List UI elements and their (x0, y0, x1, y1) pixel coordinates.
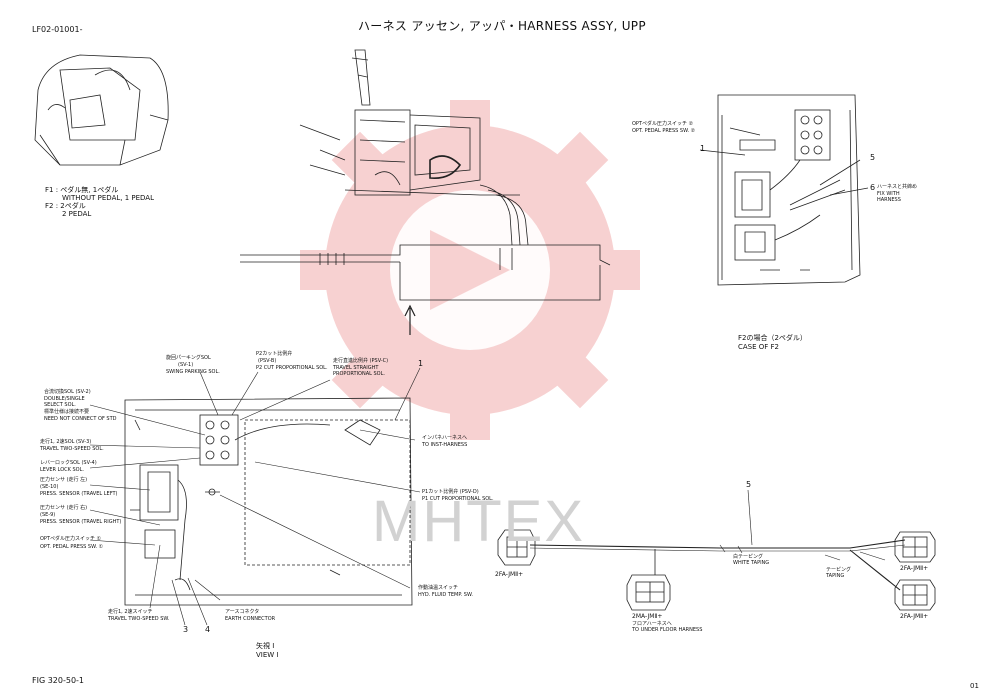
right-top-connector-label: 2FA-JMⅡ+ (900, 565, 929, 572)
connector-left (497, 529, 536, 566)
lever-en: LEVER LOCK SOL. (40, 467, 84, 473)
view-num-1: 1 (418, 359, 424, 368)
connector-mid (626, 574, 671, 611)
f2-fix-jp: ハーネスと共締め (877, 184, 918, 190)
merge-en1: DOUBLE/SINGLE (44, 396, 85, 402)
view-arrow (404, 304, 416, 335)
f2-fix-en1: FIX WITH (877, 191, 900, 197)
figure-number: FIG 320-50-1 (32, 676, 85, 685)
case-f2-jp: F2の場合（2ペダル） (738, 334, 807, 342)
mid-note-en: TO UNDER FLOOR HARNESS (632, 627, 703, 633)
merge-note: 標準仕様は接続不要 (44, 409, 90, 415)
merge-note-en: NEED NOT CONNECT OF STD (44, 416, 117, 422)
swing-en: SWING PARKING SOL. (166, 369, 220, 375)
p1-en: P1 CUT PROPORTIONAL SOL. (422, 496, 494, 502)
merge-en2: SELECT SOL. (44, 402, 76, 408)
f2-num-6: 6 (870, 183, 876, 192)
connector-right-bot (894, 579, 936, 611)
f2-fix-en2: HARNESS (877, 197, 901, 203)
press-right-jp: 圧力センサ (走行 右) (40, 505, 88, 511)
view-i-panel (124, 397, 413, 606)
console-assembly (299, 49, 529, 246)
connector-right-top (894, 531, 936, 563)
travel-sw-jp: 走行1, 2速スイッチ (108, 609, 153, 615)
white-taping-jp: 白テーピング (733, 554, 764, 560)
two-speed-jp: 走行1, 2速SOL (SV-3) (40, 439, 92, 445)
legend-f1-jp: F1 : ペダル無, 1ペダル (45, 186, 119, 194)
view-num-4: 4 (205, 625, 211, 634)
press-right-en: PRESS. SENSOR (TRAVEL RIGHT) (40, 519, 122, 525)
right-bot-connector-label: 2FA-JMⅡ+ (900, 613, 929, 620)
swing-code: (SV-1) (178, 362, 194, 368)
p2-code: (PSV-B) (258, 358, 277, 364)
inst-harness-en: TO INST-HARNESS (422, 442, 468, 448)
white-taping-en: WHITE TAPING (733, 560, 770, 566)
mid-note-jp: フロアハーネスへ (632, 621, 672, 627)
travel-straight-jp: 走行直進比例弁 (PSV-C) (333, 358, 389, 364)
travel-straight-en2: PROPORTIONAL SOL. (333, 371, 385, 377)
view-leaders (89, 367, 421, 626)
taping-jp: テーピング (826, 567, 852, 573)
opt-pedal-en: OPT. PEDAL PRESS SW. ① (40, 544, 104, 550)
p2-en: P2 CUT PROPORTIONAL SOL. (256, 365, 328, 371)
inst-harness-jp: インパネハーネスへ (422, 435, 468, 441)
press-left-code: (SE-10) (40, 484, 59, 490)
travel-straight-en1: TRAVEL STRAIGHT (333, 365, 379, 371)
f2-opt-en: OPT. PEDAL PRESS SW. ② (632, 128, 696, 134)
left-connector-label: 2FA-JMⅡ+ (495, 571, 524, 578)
case-f2-en: CASE OF F2 (738, 343, 780, 351)
case-f2-panel (699, 94, 869, 286)
press-left-jp: 圧力センサ (走行 左) (40, 477, 88, 483)
f2-num-5: 5 (870, 153, 876, 162)
harness-line (529, 489, 906, 591)
two-speed-en: TRAVEL TWO-SPEED SOL. (40, 446, 104, 452)
view-num-3: 3 (183, 625, 189, 634)
floor-frame (240, 244, 611, 301)
view-jp: 矢視 I (256, 642, 275, 650)
merge-jp: 合流切換SOL (SV-2) (44, 389, 91, 395)
press-right-code: (SE-9) (40, 512, 56, 518)
p1-jp: P1カット比例弁 (PSV-D) (422, 489, 479, 495)
watermark-text: MHTEX (372, 489, 585, 554)
f2-opt-jp: OPTペダル圧力スイッチ ② (632, 121, 694, 127)
view-en: VIEW I (256, 651, 279, 659)
lever-jp: レバーロックSOL (SV-4) (40, 460, 97, 466)
earth-en: EARTH CONNECTOR (225, 616, 276, 622)
legend-f1-en: WITHOUT PEDAL, 1 PEDAL (62, 194, 154, 202)
opt-pedal-jp: OPTペダル圧力スイッチ ① (40, 536, 102, 542)
page-title: ハーネス アッセン, アッパ・HARNESS ASSY, UPP (358, 19, 646, 33)
hyd-jp: 作動油温スイッチ (418, 585, 459, 591)
legend-f2-jp: F2 : 2ペダル (45, 202, 86, 210)
press-left-en: PRESS. SENSOR (TRAVEL LEFT) (40, 491, 118, 497)
drawing-code: LF02-01001- (32, 25, 83, 34)
travel-sw-en: TRAVEL TWO-SPEED SW. (108, 616, 170, 622)
earth-jp: アースコネクタ (225, 609, 260, 615)
hyd-en: HYD. FLUID TEMP. SW. (418, 592, 473, 598)
swing-jp: 旋回パーキングSOL (166, 355, 211, 361)
harness-num-5: 5 (746, 480, 752, 489)
mid-connector-label: 2MA-JMⅡ+ (632, 613, 663, 620)
taping-en: TAPING (826, 573, 845, 579)
page-number: 01 (970, 682, 979, 690)
legend-f2-en: 2 PEDAL (62, 210, 92, 218)
cab-sketch (34, 54, 169, 166)
p2-jp: P2カット比例弁 (256, 351, 293, 357)
f2-num-1: 1 (700, 144, 706, 153)
